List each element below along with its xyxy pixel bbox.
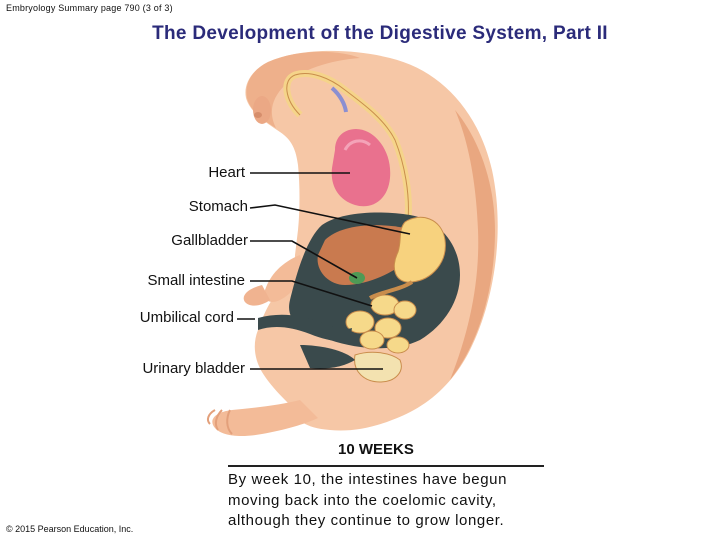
leader-lines <box>237 172 411 370</box>
copyright-notice: © 2015 Pearson Education, Inc. <box>6 524 134 534</box>
umbilical-cord <box>258 314 352 342</box>
figure-caption: By week 10, the intestines have begun mo… <box>228 471 508 529</box>
heart-highlight <box>343 139 371 151</box>
page-reference: Embryology Summary page 790 (3 of 3) <box>6 3 173 13</box>
intestine-connector <box>368 280 414 300</box>
embryo-hand <box>243 285 270 306</box>
caption-divider <box>228 465 544 467</box>
page-title-text: The Development of the Digestive System,… <box>152 23 608 44</box>
back-shade <box>450 110 495 380</box>
urinary-bladder <box>354 351 402 383</box>
label-umbilical-cord: Umbilical cord <box>139 309 234 326</box>
label-stomach: Stomach <box>188 198 248 215</box>
leader-small-intestine <box>250 280 373 307</box>
lower-cavity <box>300 345 355 369</box>
ear <box>253 96 271 124</box>
stage-label: 10 WEEKS <box>338 441 414 458</box>
label-heart: Heart <box>208 164 245 181</box>
embryo-foot <box>212 400 318 436</box>
eye <box>254 112 262 118</box>
leader-stomach <box>249 204 411 235</box>
head-shade <box>246 51 360 128</box>
esophagus-outline <box>286 73 409 221</box>
label-small-intestine: Small intestine <box>147 272 245 289</box>
embryo-arm <box>264 255 305 302</box>
label-urinary-bladder: Urinary bladder <box>142 360 245 377</box>
leader-gallbladder <box>250 240 358 279</box>
label-gallbladder: Gallbladder <box>171 232 248 249</box>
embryo-toes <box>206 409 233 435</box>
small-intestine-loops <box>345 294 417 354</box>
pharyngeal-pouch <box>330 86 348 113</box>
page-title: The Development of the Digestive System,… <box>0 23 720 45</box>
